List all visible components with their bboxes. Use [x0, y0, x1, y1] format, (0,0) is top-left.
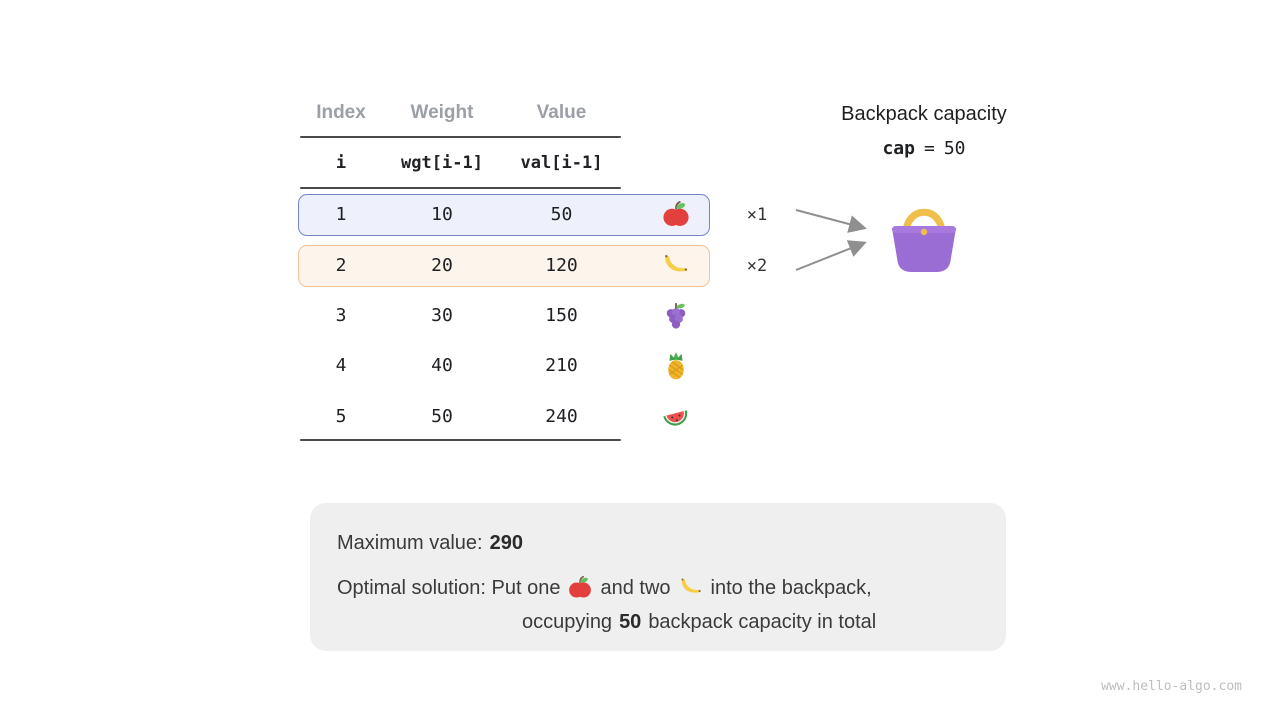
row2-highlight [298, 245, 710, 287]
max-value-label: Maximum value: [337, 531, 483, 554]
cell-value: 210 [545, 355, 578, 376]
cap-label: cap [882, 138, 915, 159]
table-row: 4 40 210 [300, 351, 621, 381]
table-rule-top [300, 136, 621, 138]
solution-summary-box: Maximum value: 290 Optimal solution: Put… [310, 503, 1006, 651]
row2-multiplier: ×2 [746, 256, 768, 276]
cap-operator: = [923, 138, 935, 159]
apple-icon [663, 201, 689, 226]
banana-icon [681, 578, 701, 593]
cap-value: 50 [943, 138, 966, 159]
table-row: 1 10 50 [300, 200, 621, 230]
cell-weight: 30 [431, 305, 453, 326]
cell-value: 120 [545, 255, 578, 276]
optimal-prefix: Optimal solution: Put one [337, 576, 561, 599]
grapes-icon [666, 302, 686, 329]
row1-highlight [298, 194, 710, 236]
occupying-suffix: backpack capacity in total [648, 610, 877, 633]
capacity-usage-line: occupying 50 backpack capacity in total [522, 607, 876, 637]
table-header-row: Index Weight Value [300, 99, 621, 127]
cell-weight: 50 [431, 406, 453, 427]
cell-value: 240 [545, 406, 578, 427]
arrow-row2 [795, 240, 867, 271]
optimal-middle: and two [600, 576, 671, 599]
cell-value: 50 [550, 204, 573, 225]
pineapple-icon [668, 351, 684, 380]
subheader-wgt: wgt[i-1] [401, 153, 483, 173]
occupying-prefix: occupying [522, 610, 613, 633]
optimal-suffix: into the backpack, [710, 576, 872, 599]
arrow-row1 [795, 209, 867, 233]
capacity-used: 50 [619, 610, 642, 633]
cell-index: 2 [335, 255, 347, 276]
cell-index: 5 [335, 406, 347, 427]
cell-index: 3 [335, 305, 347, 326]
header-index: Index [316, 102, 366, 123]
cell-weight: 10 [431, 204, 453, 225]
cell-index: 4 [335, 355, 347, 376]
backpack-capacity-title: Backpack capacity [841, 103, 1007, 125]
row1-multiplier: ×1 [746, 205, 768, 225]
cell-value: 150 [545, 305, 578, 326]
table-subheader-row: i wgt[i-1] val[i-1] [300, 149, 621, 177]
banana-icon [665, 255, 688, 272]
table-row: 2 20 120 [300, 251, 621, 281]
handbag-icon [892, 208, 956, 272]
max-value-line: Maximum value: 290 [337, 528, 523, 558]
table-row: 5 50 240 [300, 402, 621, 432]
max-value: 290 [489, 531, 523, 554]
header-value: Value [536, 102, 587, 123]
arrows-to-backpack [795, 209, 867, 271]
cell-weight: 40 [431, 355, 453, 376]
header-weight: Weight [410, 102, 474, 123]
table-rule-bottom [300, 439, 621, 441]
subheader-i: i [335, 153, 347, 173]
apple-icon [569, 575, 592, 598]
subheader-val: val[i-1] [520, 153, 603, 173]
cell-weight: 20 [431, 255, 453, 276]
backpack-capacity-formula: cap = 50 [799, 138, 1049, 159]
optimal-solution-line: Optimal solution: Put one and two into t… [337, 573, 872, 603]
table-rule-mid [300, 187, 621, 189]
table-row: 3 30 150 [300, 301, 621, 331]
watermark: www.hello-algo.com [1101, 679, 1242, 694]
cell-index: 1 [335, 204, 347, 225]
watermelon-icon [663, 410, 688, 426]
